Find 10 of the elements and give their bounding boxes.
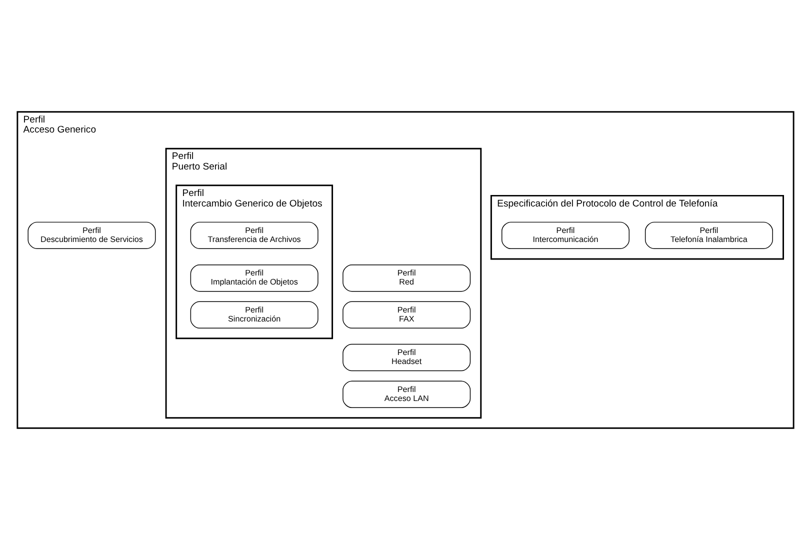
node-box: Perfil Transferencia de Archivos [190, 221, 318, 249]
node-box: Perfil Red [342, 264, 471, 292]
node-box: Perfil Sincronización [190, 300, 318, 328]
node-box: Perfil Descubrimiento de Servicios [28, 221, 156, 249]
node-box: Perfil Intercomunicación [502, 221, 630, 249]
node-box: Perfil Acceso LAN [342, 380, 471, 408]
node-box: Perfil Implantación de Objetos [190, 264, 318, 292]
node-box: Perfil FAX [342, 300, 471, 328]
node-box: Perfil Headset [342, 343, 471, 371]
node-box: Perfil Telefonía Inalambrica [644, 221, 773, 249]
